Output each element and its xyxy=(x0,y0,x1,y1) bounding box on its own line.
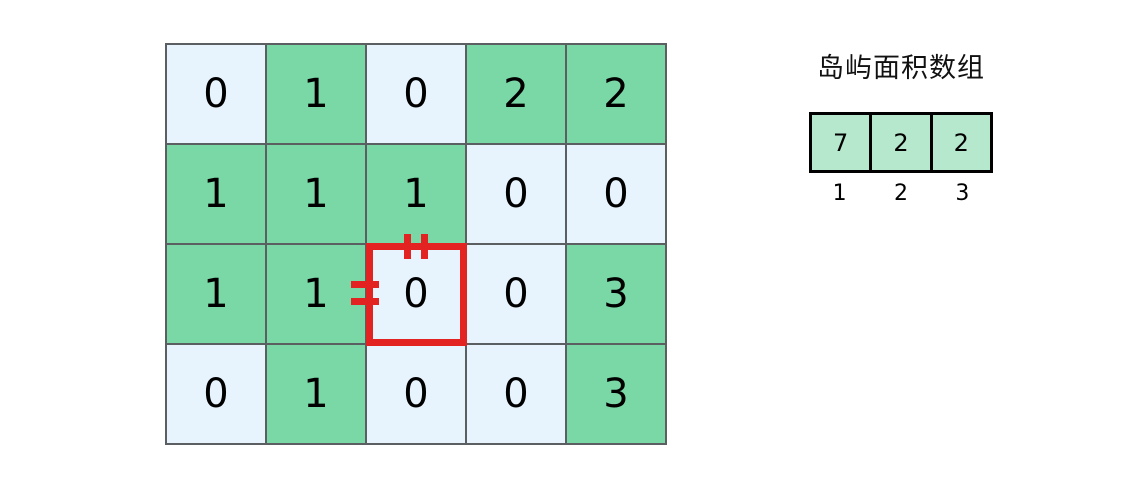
matrix-cell-r1c3[interactable]: 0 xyxy=(467,145,567,245)
area-array-cell-2[interactable]: 2 xyxy=(872,115,933,170)
matrix-cell-r2c1[interactable]: 1 xyxy=(267,245,367,345)
matrix-cell-r3c2[interactable]: 0 xyxy=(367,345,467,445)
matrix-cell-r1c0[interactable]: 1 xyxy=(167,145,267,245)
area-array-title: 岛屿面积数组 xyxy=(817,53,985,84)
matrix-cell-r2c2[interactable]: 0 xyxy=(367,245,467,345)
matrix-cell-r0c3[interactable]: 2 xyxy=(467,45,567,145)
area-array-index-3: 3 xyxy=(955,181,970,206)
area-array: 7 2 2 xyxy=(809,112,993,173)
matrix-grid: 0 1 0 2 2 1 1 1 0 0 1 1 0 0 3 0 1 0 0 3 xyxy=(165,43,667,445)
matrix-cell-r1c4[interactable]: 0 xyxy=(567,145,667,245)
area-array-index-2: 2 xyxy=(893,181,908,206)
area-array-index-row: 1 2 3 xyxy=(809,181,993,206)
matrix-cell-r0c0[interactable]: 0 xyxy=(167,45,267,145)
matrix-cell-r0c4[interactable]: 2 xyxy=(567,45,667,145)
matrix-cell-r2c4[interactable]: 3 xyxy=(567,245,667,345)
matrix-cell-r2c0[interactable]: 1 xyxy=(167,245,267,345)
matrix-cell-r3c4[interactable]: 3 xyxy=(567,345,667,445)
matrix-cell-r1c2[interactable]: 1 xyxy=(367,145,467,245)
matrix-cell-r0c1[interactable]: 1 xyxy=(267,45,367,145)
matrix-cell-r1c1[interactable]: 1 xyxy=(267,145,367,245)
matrix-cell-r0c2[interactable]: 0 xyxy=(367,45,467,145)
matrix-cell-r3c1[interactable]: 1 xyxy=(267,345,367,445)
island-area-array-panel: 岛屿面积数组 7 2 2 1 2 3 xyxy=(806,52,996,206)
matrix-cell-r3c3[interactable]: 0 xyxy=(467,345,567,445)
matrix-cell-r3c0[interactable]: 0 xyxy=(167,345,267,445)
area-array-index-1: 1 xyxy=(832,181,847,206)
area-array-cell-1[interactable]: 7 xyxy=(812,115,873,170)
matrix-cell-r2c3[interactable]: 0 xyxy=(467,245,567,345)
area-array-cell-3[interactable]: 2 xyxy=(932,115,990,170)
